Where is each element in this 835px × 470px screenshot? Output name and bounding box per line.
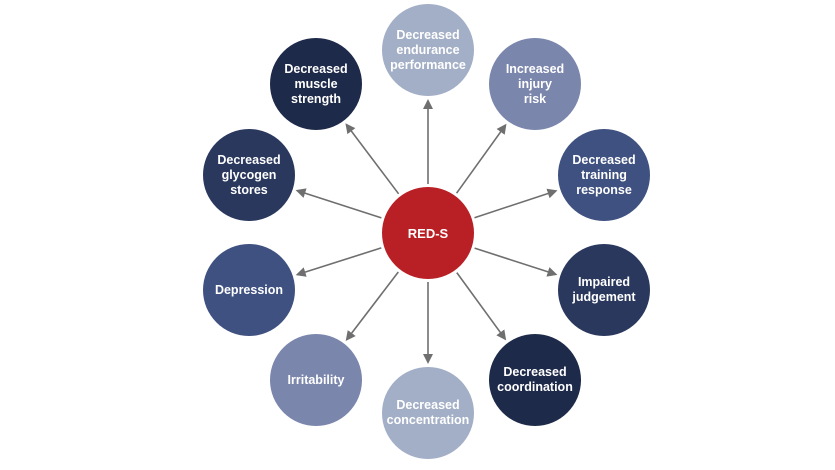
endurance-label: Decreased endurance performance	[390, 27, 466, 72]
injury-node: Increased injury risk	[489, 38, 581, 130]
training-label: Decreased training response	[572, 152, 636, 197]
arrow-to-injury	[455, 123, 507, 194]
arrow-to-training	[474, 188, 558, 219]
injury-label: Increased injury risk	[505, 61, 565, 106]
irritability-node: Irritability	[270, 334, 362, 426]
arrow-to-muscle	[345, 123, 400, 195]
endurance-node: Decreased endurance performance	[382, 4, 474, 96]
arrow-to-irritability	[345, 271, 399, 341]
red-s-center-node: RED-S	[382, 187, 474, 279]
arrow-to-glycogen	[295, 188, 382, 219]
muscle-node: Decreased muscle strength	[270, 38, 362, 130]
arrow-to-judgement	[474, 247, 558, 277]
training-node: Decreased training response	[558, 129, 650, 221]
coordination-node: Decreased coordination	[489, 334, 581, 426]
irritability-label: Irritability	[287, 372, 345, 387]
glycogen-label: Decreased glycogen stores	[217, 152, 281, 197]
concentration-node: Decreased concentration	[382, 367, 474, 459]
judgement-node: Impaired judgement	[558, 244, 650, 336]
depression-node: Depression	[203, 244, 295, 336]
concentration-label: Decreased concentration	[386, 398, 470, 427]
muscle-label: Decreased muscle strength	[284, 61, 348, 106]
coordination-label: Decreased coordination	[497, 365, 573, 394]
arrow-to-coordination	[456, 272, 507, 341]
arrow-to-depression	[295, 247, 382, 277]
depression-label: Depression	[214, 282, 284, 297]
judgement-label: Impaired judgement	[572, 275, 636, 304]
glycogen-node: Decreased glycogen stores	[203, 129, 295, 221]
center-label: RED-S	[407, 225, 449, 241]
